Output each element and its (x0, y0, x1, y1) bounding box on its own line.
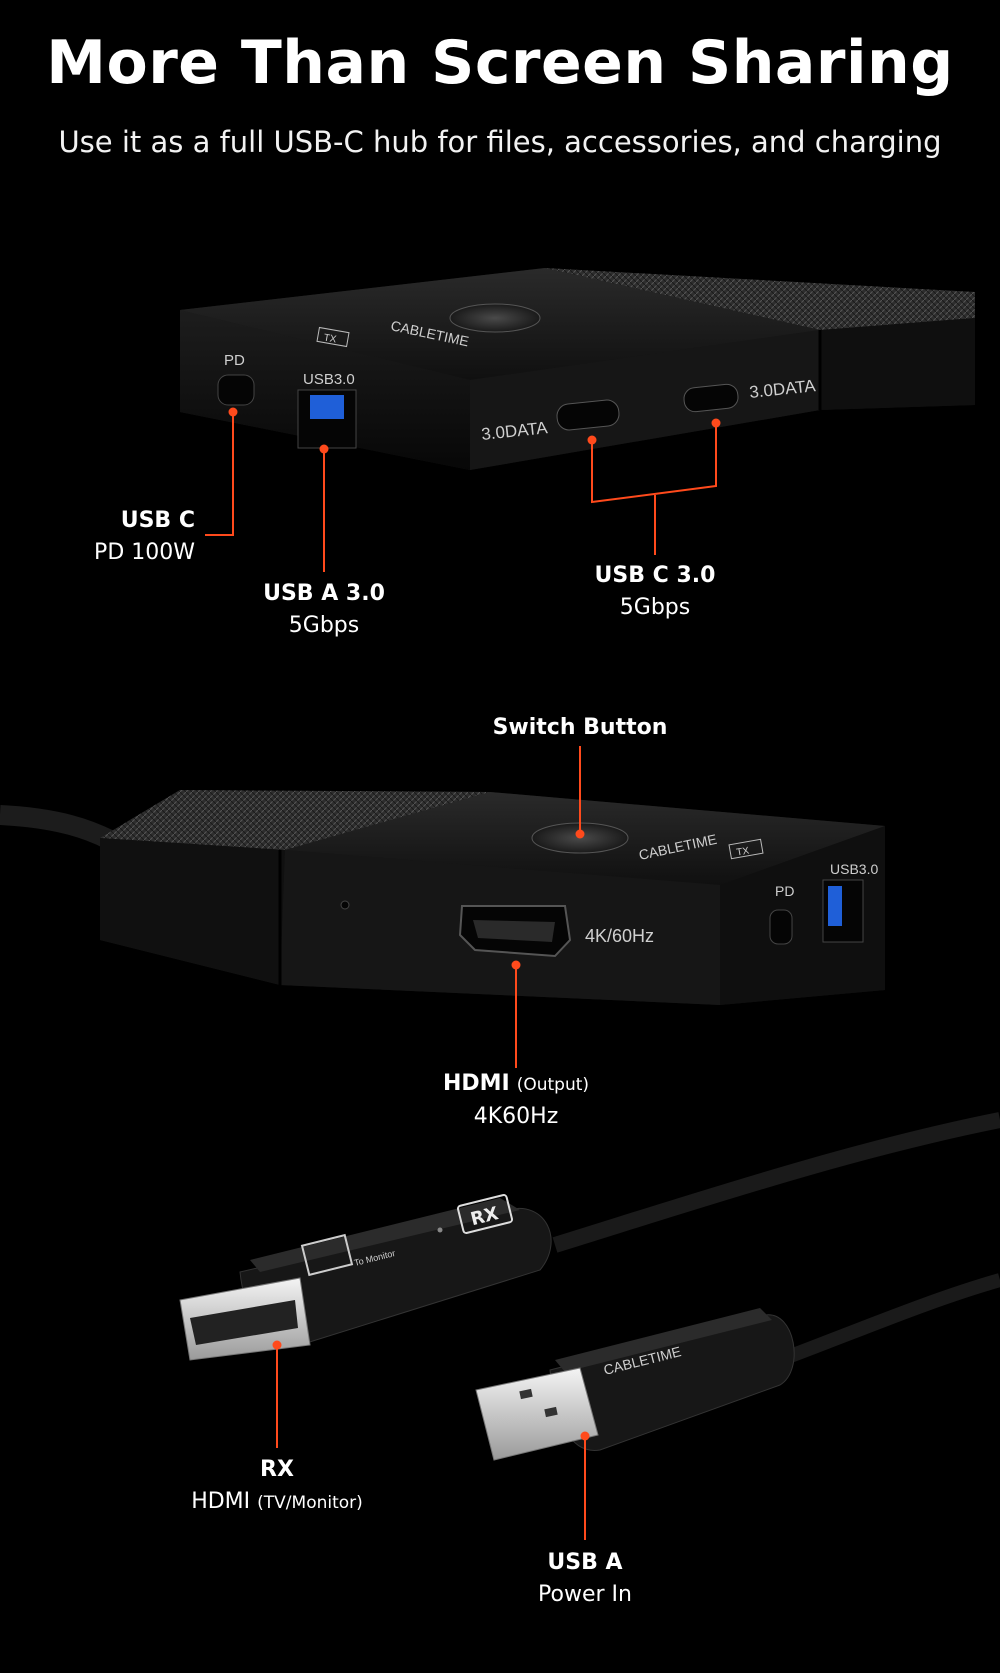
callout-usb-c-detail: PD 100W (94, 540, 195, 565)
usb-a-port-mid (828, 886, 842, 926)
usb-a-connector (475, 1367, 599, 1461)
usb-a-port (310, 395, 344, 419)
callout-usb-c3: USB C 3.0 5Gbps (555, 560, 755, 624)
callout-rx-title: RX (260, 1457, 294, 1482)
callout-hdmi-detail: 4K60Hz (473, 1104, 559, 1129)
callout-hdmi-note: (Output) (516, 1075, 590, 1095)
callout-leaders (205, 407, 721, 1540)
tx-hub-side-view: CABLETIME TX 4K/60Hz PD USB3.0 (0, 790, 885, 1005)
callout-usb-c: USB C PD 100W (60, 505, 195, 569)
callout-usb-a-detail: Power In (538, 1582, 632, 1607)
hdmi-print: 4K/60Hz (585, 926, 654, 946)
page-subtitle: Use it as a full USB-C hub for files, ac… (58, 125, 942, 159)
callout-rx-note: (TV/Monitor) (257, 1493, 363, 1513)
tx-badge: TX (323, 332, 338, 345)
callout-switch-title: Switch Button (492, 715, 668, 740)
pd-print-mid: PD (775, 883, 794, 899)
usb-c-data-port-left (556, 399, 620, 431)
callout-usb-c-title: USB C (120, 508, 195, 533)
callout-rx: RX HDMI (TV/Monitor) (157, 1454, 397, 1519)
callout-usb-a3: USB A 3.0 5Gbps (224, 578, 424, 642)
usb-c-pd-port-mid (769, 909, 793, 945)
switch-button-top[interactable] (449, 303, 541, 333)
rx-receiver-cable: RX To Monitor (179, 1112, 1000, 1361)
callout-hdmi-title: HDMI (442, 1071, 510, 1096)
callout-usb-c3-title: USB C 3.0 (594, 563, 716, 588)
callout-usb-a3-detail: 5Gbps (288, 613, 360, 638)
page-title: More Than Screen Sharing (46, 28, 954, 98)
callout-hdmi: HDMI (Output) 4K60Hz (396, 1068, 636, 1133)
callout-switch-button: Switch Button (460, 712, 700, 744)
pd-print: PD (224, 352, 245, 369)
tx-hub-top-view: CABLETIME TX PD USB3.0 3.0DATA 3.0DATA (180, 268, 975, 470)
callout-usb-a-title: USB A (547, 1550, 623, 1575)
callout-usb-a: USB A Power In (485, 1547, 685, 1611)
usb3-print: USB3.0 (303, 371, 355, 388)
callout-usb-a3-title: USB A 3.0 (263, 581, 385, 606)
tx-badge-mid: TX (736, 846, 751, 859)
usb3-print-mid: USB3.0 (830, 861, 878, 877)
status-led (340, 900, 350, 910)
callout-usb-c3-detail: 5Gbps (619, 595, 691, 620)
usb-c-data-port-right (683, 383, 739, 413)
usb-c-pd-port (217, 374, 255, 406)
callout-rx-detail: HDMI (191, 1489, 251, 1514)
usb-a-power-cable: CABLETIME (475, 1273, 1000, 1461)
